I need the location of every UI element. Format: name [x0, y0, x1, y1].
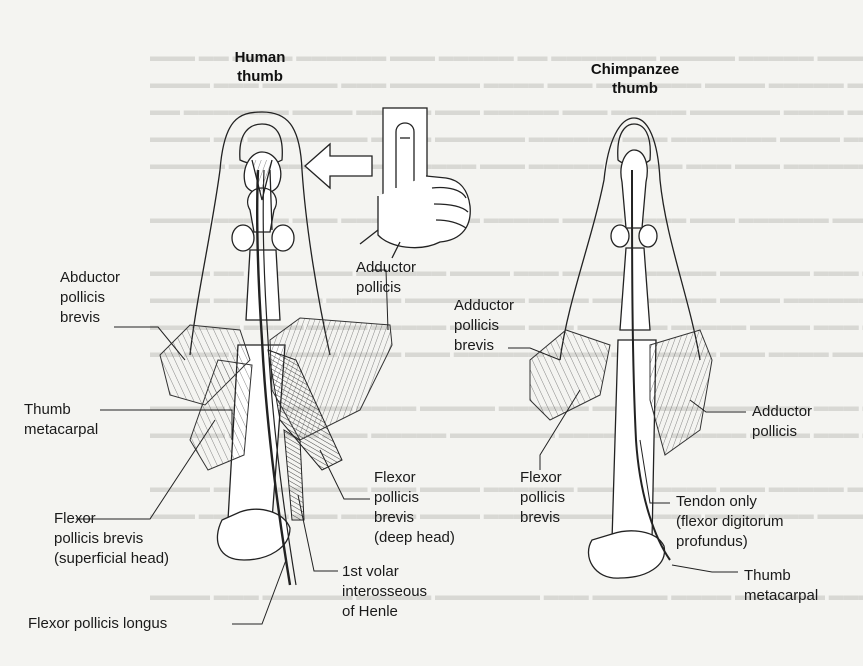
label-line: Thumb: [744, 566, 818, 586]
label-adductor-pollicis-human: Adductor pollicis: [356, 258, 416, 298]
label-line: pollicis: [60, 288, 120, 308]
label-line: profundus): [676, 532, 784, 552]
label-abductor-pollicis-brevis: Abductor pollicis brevis: [60, 268, 120, 328]
label-line: brevis: [454, 336, 514, 356]
label-first-volar-interosseous: 1st volar interosseous of Henle: [342, 562, 427, 622]
chimp-title-line-2: thumb: [565, 79, 705, 98]
chimp-thumb-title: Chimpanzee thumb: [565, 60, 705, 98]
label-line: brevis: [374, 508, 455, 528]
label-line: interosseous: [342, 582, 427, 602]
label-line: Flexor: [54, 509, 169, 529]
label-line: pollicis: [520, 488, 565, 508]
label-line: Flexor pollicis longus: [28, 614, 167, 634]
label-adductor-pollicis-chimp: Adductor pollicis: [752, 402, 812, 442]
label-line: (deep head): [374, 528, 455, 548]
label-line: (superficial head): [54, 549, 169, 569]
label-line: metacarpal: [744, 586, 818, 606]
label-line: Tendon only: [676, 492, 784, 512]
label-line: Flexor: [520, 468, 565, 488]
label-flexor-pollicis-brevis-deep: Flexor pollicis brevis (deep head): [374, 468, 455, 548]
label-adductor-pollicis-brevis-chimp: Adductor pollicis brevis: [454, 296, 514, 356]
label-thumb-metacarpal-chimp: Thumb metacarpal: [744, 566, 818, 606]
hand-inset: [305, 108, 470, 258]
human-thumb-title: Human thumb: [210, 48, 310, 86]
label-line: Flexor: [374, 468, 455, 488]
label-flexor-pollicis-brevis-superficial: Flexor pollicis brevis (superficial head…: [54, 509, 169, 569]
label-line: 1st volar: [342, 562, 427, 582]
label-line: Thumb: [24, 400, 98, 420]
label-flexor-pollicis-brevis-chimp: Flexor pollicis brevis: [520, 468, 565, 528]
label-tendon-only: Tendon only (flexor digitorum profundus): [676, 492, 784, 552]
label-line: Adductor: [752, 402, 812, 422]
label-line: brevis: [60, 308, 120, 328]
label-line: Adductor: [356, 258, 416, 278]
label-line: of Henle: [342, 602, 427, 622]
chimp-title-line-1: Chimpanzee: [565, 60, 705, 79]
label-line: pollicis: [356, 278, 416, 298]
label-line: pollicis: [374, 488, 455, 508]
human-title-line-1: Human: [210, 48, 310, 67]
label-line: (flexor digitorum: [676, 512, 784, 532]
label-flexor-pollicis-longus: Flexor pollicis longus: [28, 614, 167, 634]
label-line: metacarpal: [24, 420, 98, 440]
chimp-adductor-muscle: [650, 330, 712, 455]
human-title-line-2: thumb: [210, 67, 310, 86]
label-line: pollicis: [454, 316, 514, 336]
label-line: pollicis: [752, 422, 812, 442]
label-line: brevis: [520, 508, 565, 528]
label-line: Adductor: [454, 296, 514, 316]
label-line: Abductor: [60, 268, 120, 288]
label-line: pollicis brevis: [54, 529, 169, 549]
label-thumb-metacarpal-human: Thumb metacarpal: [24, 400, 98, 440]
